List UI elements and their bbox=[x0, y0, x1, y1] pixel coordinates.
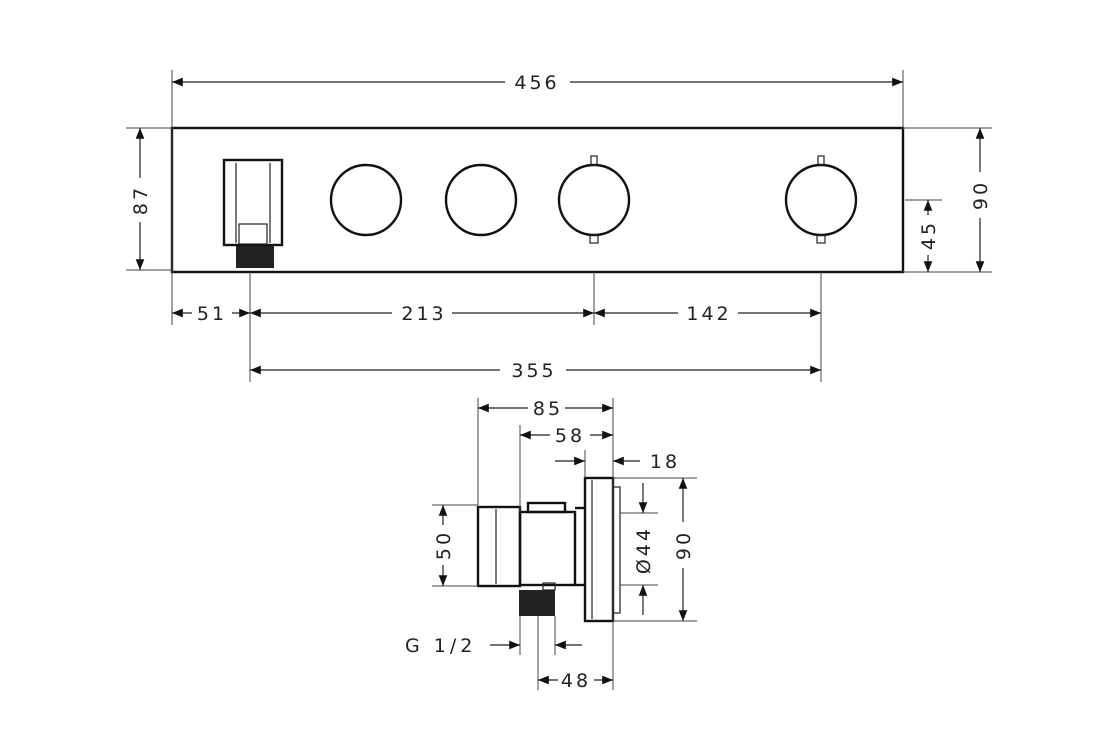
control-knob-2 bbox=[444, 163, 518, 237]
dim-thread-offset: 48 bbox=[561, 670, 591, 692]
dim-body-depth: 58 bbox=[555, 425, 585, 447]
side-view: 85 58 18 50 Ø44 90 G 1/2 48 bbox=[405, 398, 697, 692]
thread-label: G 1/2 bbox=[405, 635, 476, 657]
dim-plate-depth: 18 bbox=[650, 451, 680, 473]
hose-outlet bbox=[222, 158, 284, 268]
dim-overall-height: 90 bbox=[970, 180, 992, 210]
front-view: 456 87 90 45 51 213 142 355 bbox=[126, 70, 992, 382]
dim-outlet-to-last: 355 bbox=[511, 360, 556, 382]
dim-overall-width: 456 bbox=[514, 72, 559, 94]
thermostat-knob-1 bbox=[557, 155, 631, 244]
dim-outlet-height: 45 bbox=[918, 220, 940, 250]
dim-side-plate-height: 90 bbox=[673, 530, 695, 560]
dim-left-offset: 51 bbox=[197, 303, 227, 325]
control-knob-1 bbox=[329, 163, 403, 237]
dim-plate-height: 87 bbox=[130, 185, 152, 215]
dim-control-spacing: 142 bbox=[686, 303, 731, 325]
dim-outlet-to-control: 213 bbox=[401, 303, 446, 325]
side-body bbox=[476, 476, 621, 623]
dim-total-depth: 85 bbox=[533, 398, 563, 420]
dim-rosette-diameter: Ø44 bbox=[633, 526, 655, 574]
thermostat-knob-2 bbox=[784, 155, 858, 244]
dim-body-height: 50 bbox=[433, 530, 455, 560]
